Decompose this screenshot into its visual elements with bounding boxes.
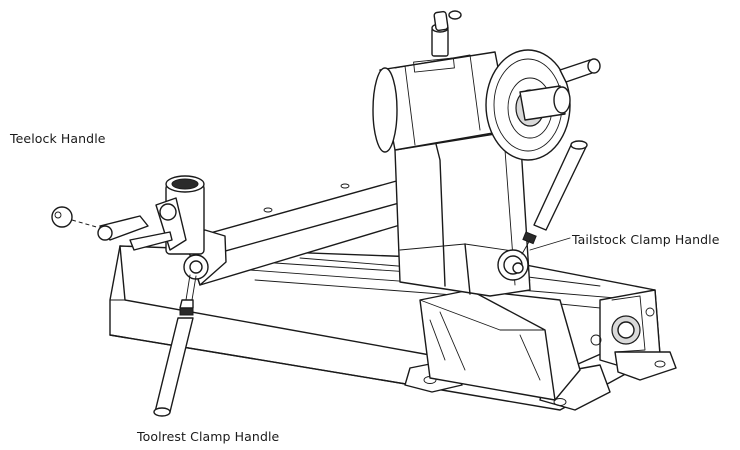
tailstock-leader-line xyxy=(529,237,571,251)
teelock-handle-label: Teelock Handle xyxy=(10,131,106,146)
tailstock-clamp-handle-label: Tailstock Clamp Handle xyxy=(572,232,720,247)
toolrest-clamp-handle-label: Toolrest Clamp Handle xyxy=(137,429,280,444)
teelock-handle-part xyxy=(51,206,173,251)
tailstock-clamp-handle-part xyxy=(497,140,588,281)
tailstock xyxy=(372,10,601,297)
toolrest-clamp-handle-part xyxy=(153,254,209,417)
toolrest-post xyxy=(155,175,205,255)
